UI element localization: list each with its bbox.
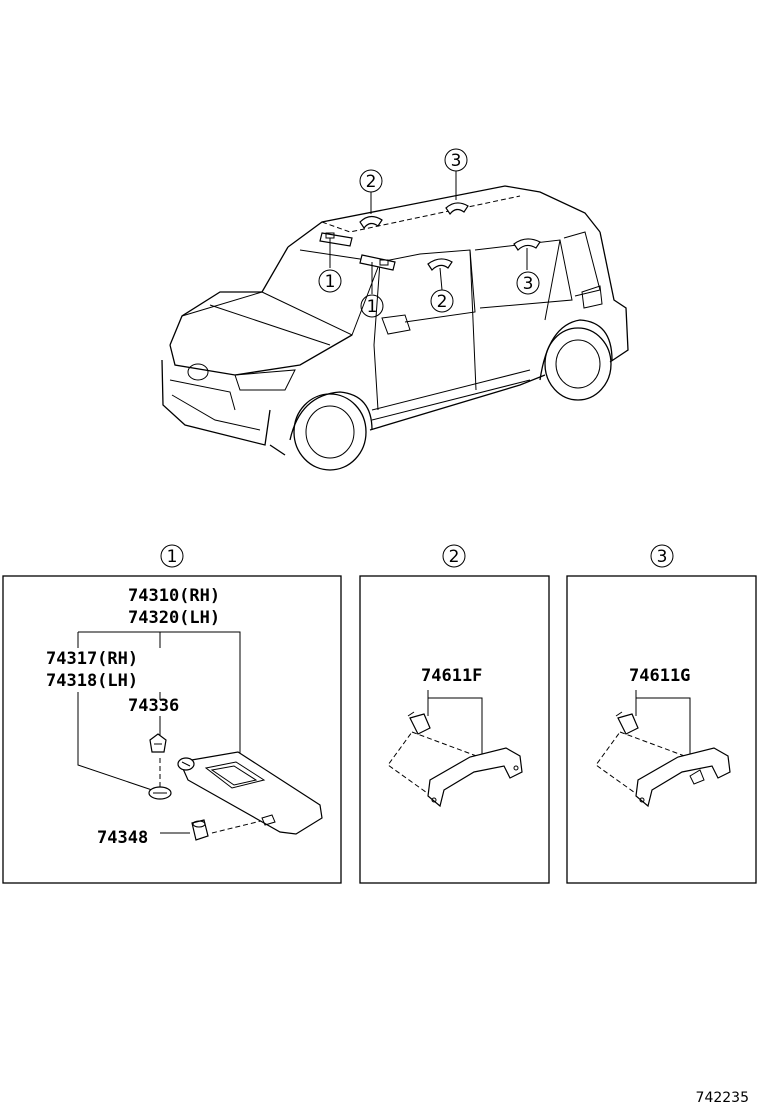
visor-support-part-74348: [191, 819, 209, 841]
panel-2-frame: [359, 575, 550, 884]
overview-callout-1-left: 1: [318, 269, 342, 293]
part-number-74310-rh: 74310(RH): [128, 586, 220, 606]
assist-grip-part-74611f: [427, 747, 523, 808]
svg-text:1: 1: [325, 272, 336, 292]
visor-bracket-part: [177, 757, 195, 771]
vehicle-illustration: [161, 171, 629, 471]
svg-text:3: 3: [657, 547, 668, 567]
part-number-74317-rh: 74317(RH): [46, 649, 138, 669]
svg-text:2: 2: [449, 547, 460, 567]
sun-visor-part: [179, 751, 323, 835]
part-number-74348: 74348: [97, 828, 148, 848]
panel-1-leaders: [77, 631, 266, 834]
svg-text:1: 1: [367, 297, 378, 317]
overview-callout-2-roof: 2: [359, 169, 383, 193]
visor-clip-part-74317: [148, 786, 172, 800]
part-number-74318-lh: 74318(LH): [46, 671, 138, 691]
figure-number: 742235: [696, 1090, 749, 1106]
panel-1-frame: [2, 575, 342, 884]
svg-text:2: 2: [366, 172, 377, 192]
panel-3-marker: 3: [650, 544, 674, 568]
svg-text:1: 1: [167, 547, 178, 567]
panel-1-marker: 1: [160, 544, 184, 568]
overview-callout-3-side: 3: [516, 271, 540, 295]
part-number-74336: 74336: [128, 696, 179, 716]
part-number-74611g: 74611G: [629, 666, 690, 686]
assist-grip-part-74611g: [635, 747, 731, 808]
svg-text:3: 3: [451, 151, 462, 171]
overview-callout-2-side: 2: [430, 289, 454, 313]
visor-holder-part-74336: [149, 733, 167, 753]
grip-cap-part-f: [407, 711, 431, 735]
svg-text:3: 3: [523, 274, 534, 294]
grip-cap-part-g: [615, 711, 639, 735]
part-number-74320-lh: 74320(LH): [128, 608, 220, 628]
svg-text:2: 2: [437, 292, 448, 312]
overview-callout-3-roof: 3: [444, 148, 468, 172]
overview-callout-1-right: 1: [360, 294, 384, 318]
part-number-74611f: 74611F: [421, 666, 482, 686]
panel-2-marker: 2: [442, 544, 466, 568]
panel-3-frame: [566, 575, 757, 884]
